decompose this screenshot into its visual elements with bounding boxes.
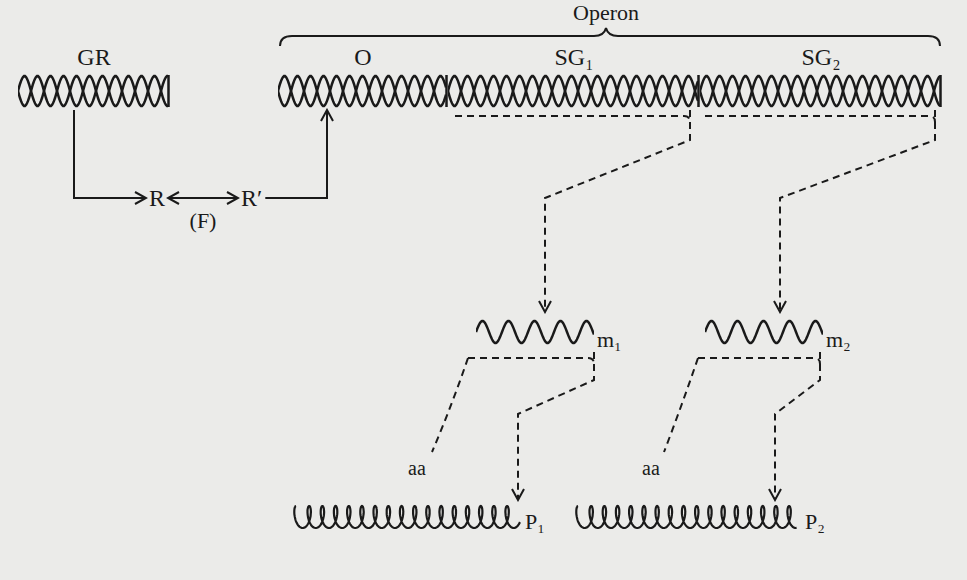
gene-label: SG₁ — [448, 44, 700, 70]
messenger-rna: m₁ — [476, 312, 622, 352]
protein-label: P₁ — [525, 510, 545, 534]
transcript-underline — [705, 116, 935, 122]
dna-strand — [278, 76, 446, 106]
repressor-node: R′ — [238, 184, 265, 212]
protein-chain: P₂ — [572, 500, 825, 534]
messenger-rna: m₂ — [705, 312, 851, 352]
repressor-label: R′ — [238, 184, 265, 212]
regulation-arrow — [168, 197, 238, 199]
repressor-node: R — [146, 184, 168, 212]
amino-acid-leader — [432, 358, 468, 452]
operon-label: Operon — [573, 0, 639, 26]
gene-label: GR — [18, 44, 170, 70]
edge-label: (F) — [190, 208, 217, 234]
gene-segment: GR — [18, 44, 170, 110]
segment-end — [697, 75, 700, 107]
gene-label: SG₂ — [700, 44, 942, 70]
amino-acid-label: aa — [642, 456, 660, 480]
mrna-wave — [705, 321, 823, 343]
operon-bracket — [280, 28, 940, 46]
dna-helix — [700, 72, 942, 110]
dashed-arrow — [545, 110, 690, 312]
gene-segment: SG₁ — [448, 44, 700, 110]
translation-underline — [698, 358, 820, 364]
dna-strand — [448, 76, 698, 106]
dna-helix — [278, 72, 448, 110]
gene-segment: SG₂ — [700, 44, 942, 110]
regulation-arrow — [74, 110, 146, 198]
protein-coil — [572, 500, 802, 534]
segment-end — [939, 75, 942, 107]
mrna-strand — [476, 312, 594, 352]
mrna-strand — [705, 312, 823, 352]
dna-strand — [18, 76, 168, 106]
dashed-arrow — [518, 352, 594, 500]
coil-loops — [294, 506, 520, 528]
protein-coil — [290, 500, 522, 534]
translation-underline — [468, 358, 594, 364]
dna-helix — [18, 72, 170, 110]
transcript-underline — [455, 116, 690, 122]
dna-helix — [448, 72, 700, 110]
dna-strand — [700, 76, 940, 106]
protein-label: P₂ — [805, 510, 825, 534]
dna-strand — [18, 76, 168, 106]
mrna-wave — [476, 321, 594, 343]
amino-acid-label: aa — [408, 456, 426, 480]
gene-segment: O — [278, 44, 448, 110]
dashed-arrow — [780, 110, 935, 312]
protein-chain: P₁ — [290, 500, 545, 534]
coil-loops — [576, 506, 796, 528]
regulation-arrow — [265, 110, 327, 198]
mrna-label: m₂ — [826, 328, 851, 352]
repressor-label: R — [146, 184, 168, 212]
dashed-arrow — [775, 352, 820, 500]
dna-strand — [448, 76, 698, 106]
amino-acid-leader — [664, 358, 698, 452]
gene-label: O — [278, 44, 448, 70]
dna-strand — [278, 76, 446, 106]
dna-strand — [700, 76, 940, 106]
segment-end — [167, 75, 170, 107]
segment-end — [445, 75, 448, 107]
mrna-label: m₁ — [597, 328, 622, 352]
